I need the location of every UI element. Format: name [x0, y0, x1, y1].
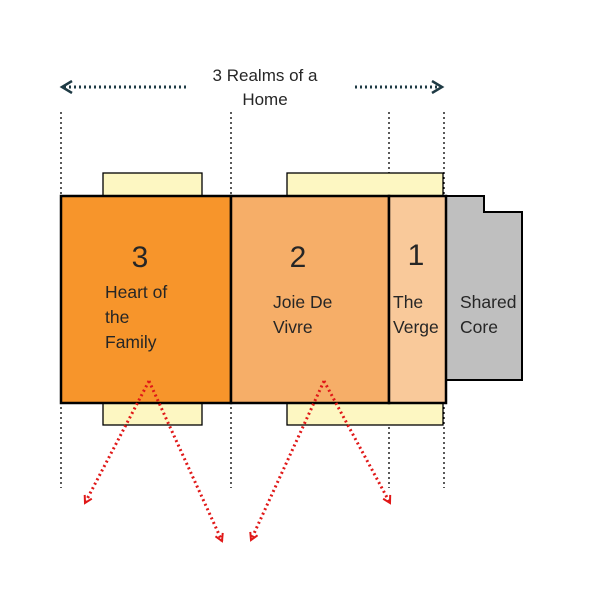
realm-3-name-line-1: Heart of [105, 282, 167, 302]
view-arrow [147, 380, 222, 541]
realm-1-block [387, 194, 448, 405]
shared-core-line-1: Shared [460, 292, 516, 312]
realm-1-number: 1 [408, 239, 425, 272]
diagram-title-line-2: Home [242, 90, 287, 109]
realm-2-name-line-2: Vivre [273, 317, 313, 337]
view-arrow [322, 380, 392, 503]
realm-2-number: 2 [290, 241, 307, 274]
realm-3-block [59, 194, 233, 405]
realm-3-name-line-2: the [105, 307, 129, 327]
shared-core-block [444, 195, 523, 381]
diagram-title-line-1: 3 Realms of a [213, 66, 318, 85]
top-tab-right [286, 172, 444, 197]
realm-3-number: 3 [132, 241, 149, 274]
view-arrow [251, 380, 326, 540]
realm-3-name-line-3: Family [105, 332, 157, 352]
realm-2-name-line-1: Joie De [273, 292, 332, 312]
bottom-tab-left [102, 402, 203, 426]
top-tab-left [102, 172, 203, 197]
realm-2-block [229, 194, 391, 405]
realm-1-name-line-1: The [393, 292, 423, 312]
realm-1-name-line-2: Verge [393, 317, 439, 337]
shared-core-line-2: Core [460, 317, 498, 337]
view-arrows [83, 380, 392, 541]
